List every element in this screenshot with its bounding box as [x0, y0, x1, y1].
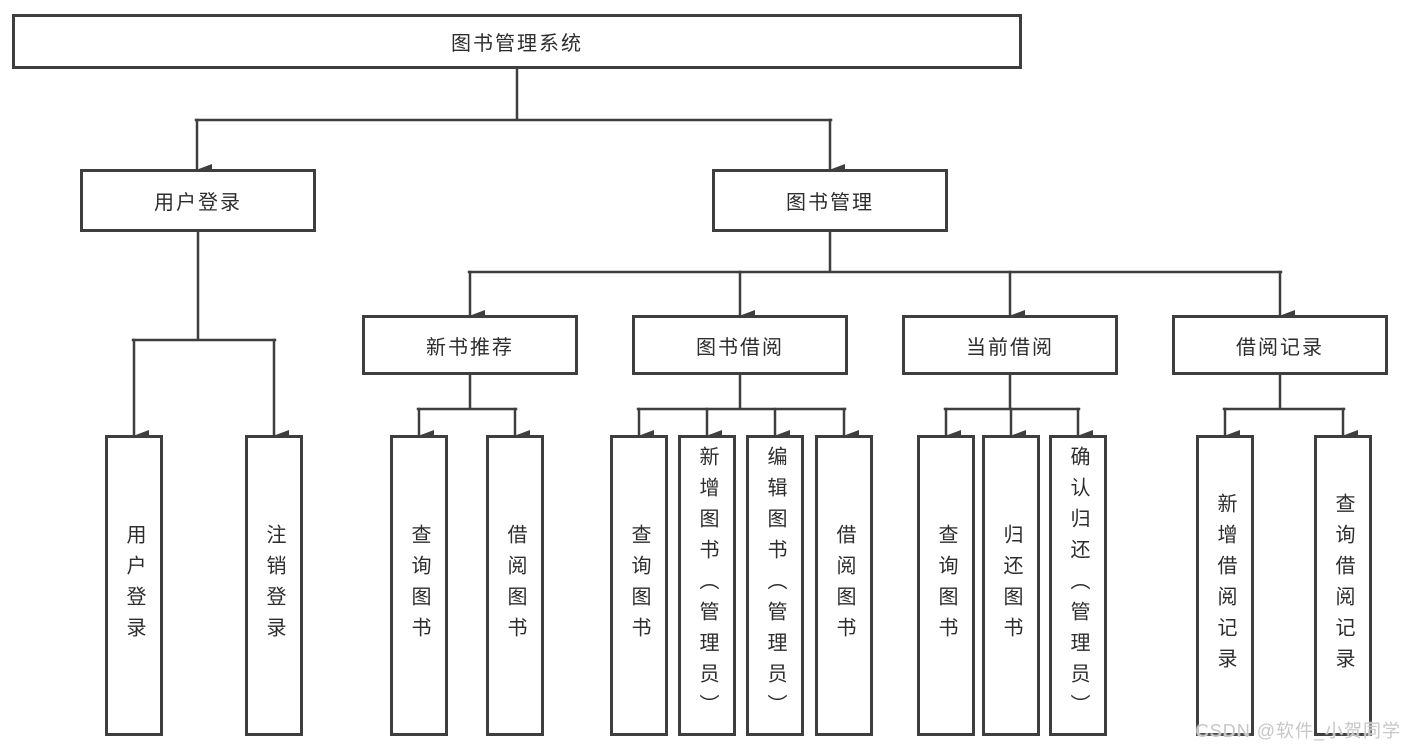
leaf-logout-label: 注销登录 — [263, 523, 285, 648]
leaf-recommend-query-books-label: 查询图书 — [408, 523, 430, 648]
leaf-user-login: 用户登录 — [105, 435, 163, 736]
leaf-current-return-books: 归还图书 — [982, 435, 1040, 736]
leaf-borrow-borrow-books: 借阅图书 — [815, 435, 873, 736]
node-new-book-recommend: 新书推荐 — [362, 315, 578, 375]
leaf-records-query-borrow-record-label: 查询借阅记录 — [1332, 492, 1354, 679]
node-root: 图书管理系统 — [12, 14, 1022, 69]
leaf-records-add-borrow-record: 新增借阅记录 — [1196, 435, 1254, 736]
leaf-records-query-borrow-record: 查询借阅记录 — [1314, 435, 1372, 736]
node-user-login: 用户登录 — [80, 169, 316, 232]
node-book-management: 图书管理 — [712, 169, 948, 232]
node-root-label: 图书管理系统 — [451, 33, 583, 55]
leaf-borrow-query-books: 查询图书 — [610, 435, 668, 736]
leaf-logout: 注销登录 — [245, 435, 303, 736]
leaf-user-login-label: 用户登录 — [123, 523, 145, 648]
leaf-current-return-books-label: 归还图书 — [1000, 523, 1022, 648]
leaf-borrow-edit-books-admin: 编辑图书（管理员） — [746, 435, 804, 736]
leaf-recommend-borrow-books: 借阅图书 — [486, 435, 544, 736]
leaf-current-confirm-return-admin-label: 确认归还（管理员） — [1067, 446, 1089, 725]
node-user-login-label: 用户登录 — [154, 192, 242, 214]
node-book-borrow: 图书借阅 — [632, 315, 848, 375]
leaf-recommend-borrow-books-label: 借阅图书 — [504, 523, 526, 648]
leaf-current-query-books: 查询图书 — [917, 435, 975, 736]
node-book-borrow-label: 图书借阅 — [696, 336, 784, 359]
leaf-borrow-borrow-books-label: 借阅图书 — [833, 523, 855, 648]
csdn-watermark: CSDN @软件_小贺同学 — [1195, 721, 1401, 741]
node-current-borrow: 当前借阅 — [902, 315, 1118, 375]
node-borrow-records-label: 借阅记录 — [1236, 336, 1324, 359]
node-current-borrow-label: 当前借阅 — [966, 336, 1054, 359]
leaf-borrow-edit-books-admin-label: 编辑图书（管理员） — [764, 446, 786, 725]
leaf-current-query-books-label: 查询图书 — [935, 523, 957, 648]
node-new-book-recommend-label: 新书推荐 — [426, 336, 514, 359]
node-borrow-records: 借阅记录 — [1172, 315, 1388, 375]
leaf-current-confirm-return-admin: 确认归还（管理员） — [1049, 435, 1107, 736]
leaf-borrow-add-books-admin-label: 新增图书（管理员） — [696, 446, 718, 725]
leaf-records-add-borrow-record-label: 新增借阅记录 — [1214, 492, 1236, 679]
leaf-recommend-query-books: 查询图书 — [390, 435, 448, 736]
leaf-borrow-add-books-admin: 新增图书（管理员） — [678, 435, 736, 736]
leaf-borrow-query-books-label: 查询图书 — [628, 523, 650, 648]
node-book-management-label: 图书管理 — [786, 192, 874, 214]
